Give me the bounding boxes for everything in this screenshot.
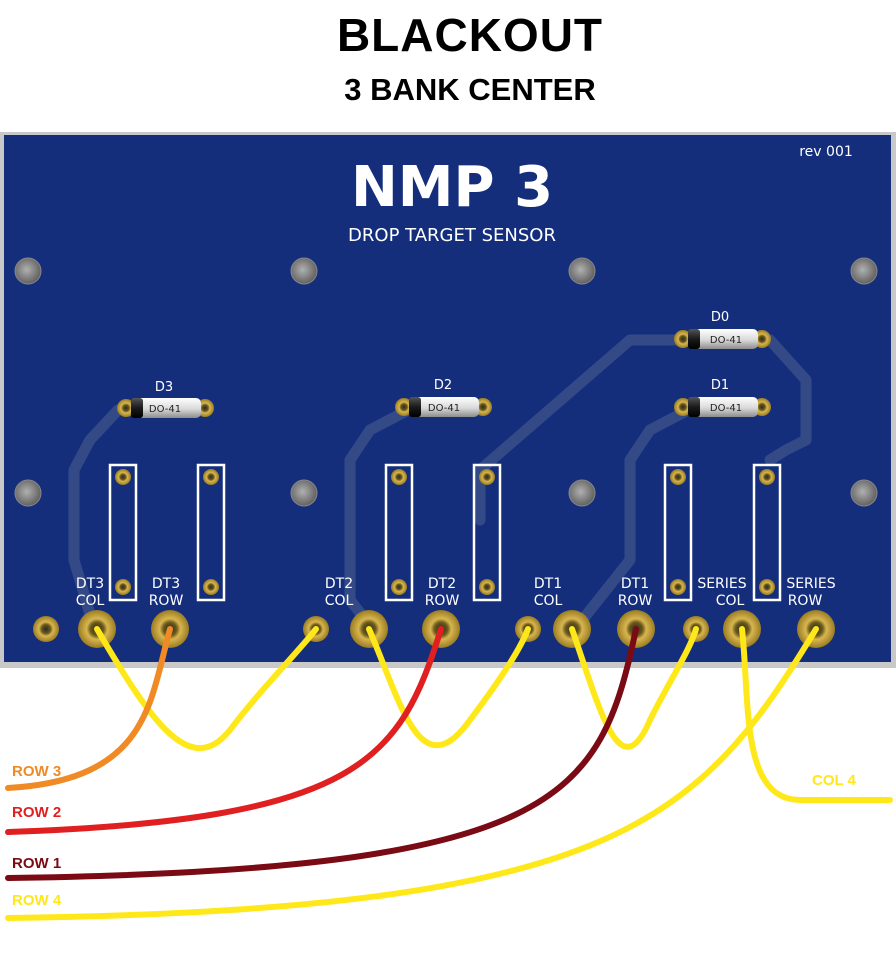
mounting-hole bbox=[14, 479, 42, 507]
mounting-hole bbox=[568, 479, 596, 507]
diode-d3: D3 DO-41 bbox=[117, 380, 214, 418]
switch-footprint bbox=[752, 463, 782, 602]
mounting-hole bbox=[290, 479, 318, 507]
switch-pad bbox=[670, 469, 686, 485]
diode-label: D0 bbox=[711, 310, 729, 325]
switch-footprint bbox=[108, 463, 138, 602]
mounting-hole bbox=[290, 257, 318, 285]
diode-package: DO-41 bbox=[710, 403, 742, 414]
wire-jumper-dt3-dt2 bbox=[94, 626, 319, 752]
wire-label-row-3: ROW 3 bbox=[12, 763, 61, 780]
wire-label-col-4: COL 4 bbox=[812, 772, 857, 789]
switch-pad bbox=[203, 579, 219, 595]
mounting-hole bbox=[850, 257, 878, 285]
switch-pad bbox=[759, 469, 775, 485]
board-description: DROP TARGET SENSOR bbox=[348, 225, 556, 246]
terminal-label-dt2-row-line2: ROW bbox=[425, 593, 460, 609]
terminal-label-dt2-col-line2: COL bbox=[325, 593, 354, 609]
mounting-hole bbox=[568, 257, 596, 285]
wire-label-row-4: ROW 4 bbox=[12, 892, 62, 909]
wire-label-row-2: ROW 2 bbox=[12, 804, 61, 821]
wire-row-3 bbox=[5, 626, 173, 791]
terminal-label-series-row-line2: ROW bbox=[788, 593, 823, 609]
wire-jumper-dt1-series bbox=[569, 626, 699, 750]
switch-pad bbox=[479, 579, 495, 595]
pcb-traces bbox=[68, 334, 812, 634]
diode-package: DO-41 bbox=[149, 404, 181, 415]
mounting-holes bbox=[14, 257, 878, 507]
wire-row-1 bbox=[5, 626, 639, 881]
diode-label: D2 bbox=[434, 378, 452, 393]
terminal-label-dt3-col-line1: DT3 bbox=[76, 576, 104, 592]
terminal-label-dt3-col-line2: COL bbox=[76, 593, 105, 609]
switch-pad bbox=[115, 469, 131, 485]
switch-pads bbox=[115, 469, 775, 595]
wires bbox=[5, 626, 893, 921]
terminal-label-dt2-row-line1: DT2 bbox=[428, 576, 456, 592]
mounting-hole bbox=[850, 479, 878, 507]
terminal-label-series-col-line1: SERIES bbox=[697, 576, 746, 592]
diode-package: DO-41 bbox=[710, 335, 742, 346]
terminal-label-dt2-col-line1: DT2 bbox=[325, 576, 353, 592]
switch-footprint bbox=[472, 463, 502, 602]
board-revision: rev 001 bbox=[799, 144, 853, 160]
terminal-label-series-row-line1: SERIES bbox=[786, 576, 835, 592]
wire-jumper-dt2-dt1 bbox=[366, 626, 531, 749]
wire-row-2 bbox=[5, 626, 444, 835]
terminal-label-dt1-row-line2: ROW bbox=[618, 593, 653, 609]
terminal-label-dt3-row-line1: DT3 bbox=[152, 576, 180, 592]
switch-pad bbox=[391, 469, 407, 485]
terminal-label-dt3-row-line2: ROW bbox=[149, 593, 184, 609]
wire-col-4 bbox=[739, 626, 893, 803]
diagram-title: BLACKOUT bbox=[336, 9, 604, 61]
diode-package: DO-41 bbox=[428, 403, 460, 414]
switch-footprints bbox=[108, 463, 782, 602]
wire-label-row-1: ROW 1 bbox=[12, 855, 61, 872]
switch-pad bbox=[391, 579, 407, 595]
diode-d2: D2 DO-41 bbox=[395, 378, 492, 417]
switch-footprint bbox=[663, 463, 693, 602]
diagram-subtitle: 3 BANK CENTER bbox=[344, 72, 596, 107]
diode-label: D3 bbox=[155, 380, 173, 395]
solder-pad bbox=[33, 616, 59, 642]
diode-d1: D1 DO-41 bbox=[674, 378, 771, 417]
switch-pad bbox=[115, 579, 131, 595]
diode-d0: D0 DO-41 bbox=[674, 310, 771, 349]
switch-pad bbox=[479, 469, 495, 485]
switch-pad bbox=[759, 579, 775, 595]
terminal-labels: DT3 COL DT3 ROW DT2 COL DT2 ROW DT1 COL … bbox=[76, 576, 836, 609]
terminal-label-dt1-col-line1: DT1 bbox=[534, 576, 562, 592]
switch-footprint bbox=[196, 463, 226, 602]
terminal-label-dt1-row-line1: DT1 bbox=[621, 576, 649, 592]
mounting-hole bbox=[14, 257, 42, 285]
terminal-label-dt1-col-line2: COL bbox=[534, 593, 563, 609]
wire-row-4 bbox=[5, 626, 819, 921]
terminal-label-series-col-line2: COL bbox=[716, 593, 745, 609]
switch-pad bbox=[203, 469, 219, 485]
switch-pad bbox=[670, 579, 686, 595]
switch-footprint bbox=[384, 463, 414, 602]
diode-label: D1 bbox=[711, 378, 729, 393]
board-name: NMP 3 bbox=[351, 155, 553, 220]
